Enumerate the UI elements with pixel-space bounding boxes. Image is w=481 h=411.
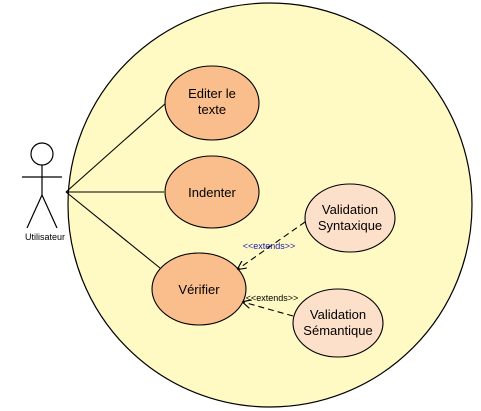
usecase-semantique-label-line1: Validation [310,307,366,322]
extends-syntaxique-label: <<extends>> [243,241,296,251]
association-verifier [65,191,161,269]
usecase-syntaxique-label-line1: Validation [322,202,378,217]
usecase-editer-label-line1: Editer le [188,86,236,101]
usecase-validation-semantique[interactable]: Validation Sémantique [292,288,384,358]
association-editer [65,102,167,193]
usecase-verifier-label: Vérifier [178,282,220,297]
usecase-editer-texte[interactable]: Editer le texte [164,65,260,141]
extends-syntaxique-arrow [238,221,306,269]
system-boundary [67,2,473,408]
extends-semantique-label: <<extends>> [246,293,299,303]
usecase-indenter[interactable]: Indenter [164,155,260,229]
actor-right-leg [41,194,58,229]
usecase-editer-label-line2: texte [198,102,226,117]
actor-head [30,142,54,166]
usecase-validation-syntaxique[interactable]: Validation Syntaxique [304,183,396,253]
actor-left-leg [26,194,43,229]
actor-utilisateur[interactable]: Utilisateur [22,142,65,242]
usecase-indenter-label: Indenter [188,185,236,200]
actor-label: Utilisateur [25,232,65,242]
extends-semantique-arrow [243,302,294,317]
usecase-syntaxique-label-line2: Syntaxique [318,218,382,233]
usecase-verifier[interactable]: Vérifier [151,252,247,326]
usecase-semantique-label-line2: Sémantique [303,323,372,338]
